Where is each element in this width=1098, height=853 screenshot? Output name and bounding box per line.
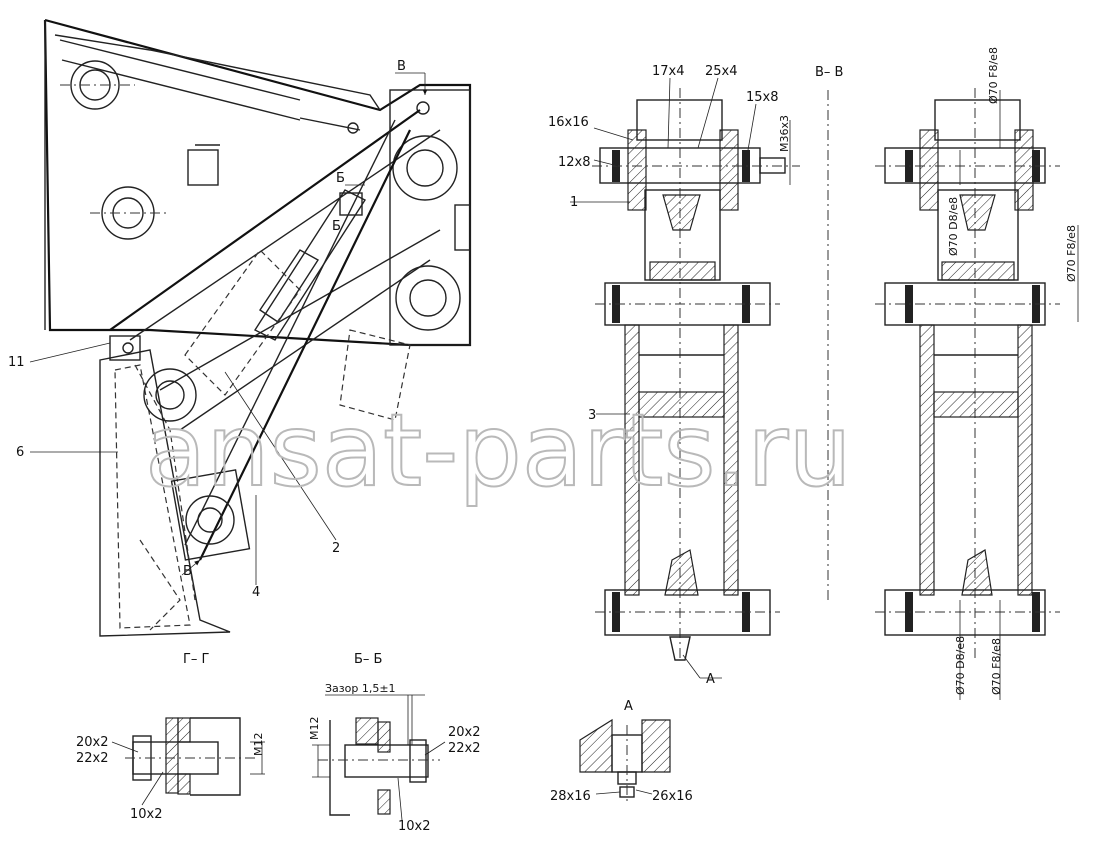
fit-bottom-left: Ø70 D8/e8 — [954, 636, 967, 695]
detail-a-26x16: 26x16 — [652, 789, 693, 804]
callout-25x4: 25x4 — [705, 64, 738, 79]
detail-a-28x16: 28x16 — [550, 789, 591, 804]
callout-17x4: 17x4 — [652, 64, 685, 79]
fit-bottom-right: Ø70 F8/e8 — [990, 638, 1003, 695]
fit-mid-right: Ø70 F8/e8 — [1065, 225, 1078, 282]
bb-washer-20x2: 20x2 — [448, 725, 481, 740]
callout-3: 3 — [588, 408, 596, 423]
callout-4: 4 — [252, 585, 260, 600]
bb-gap: Зазор 1,5±1 — [325, 682, 396, 695]
gg-washer-22x2: 22x2 — [76, 751, 109, 766]
callout-16x16: 16x16 — [548, 115, 589, 130]
fit-upper-inner: Ø70 D8/e8 — [947, 197, 960, 256]
gg-pin-10x2: 10x2 — [130, 807, 163, 822]
callout-11: 11 — [8, 355, 25, 370]
cut-mark-v-top: В — [397, 59, 406, 74]
bb-pin-10x2: 10x2 — [398, 819, 431, 834]
detail-a: А 28x16 26x16 — [550, 699, 693, 805]
section-g-g: Г– Г M12 20x2 22x2 10x2 — [76, 652, 265, 822]
section-b-b: Б– Б Зазор 1,5±1 M12 20x2 22x2 10x2 — [308, 652, 481, 834]
watermark: ansat-parts.ru — [145, 392, 852, 509]
detail-a-title: А — [624, 699, 633, 714]
cut-mark-v-bottom: В — [183, 564, 192, 579]
section-v-v-title: В– В — [815, 65, 843, 80]
section-g-g-title: Г– Г — [183, 652, 210, 667]
callout-2: 2 — [332, 541, 340, 556]
section-v-v: В– В — [548, 47, 1079, 700]
callout-12x8: 12x8 — [558, 155, 591, 170]
callout-15x8: 15x8 — [746, 90, 779, 105]
callout-1: 1 — [570, 195, 578, 210]
cut-mark-b-lower: Б — [332, 219, 341, 234]
cut-mark-b-upper: Б — [336, 171, 345, 186]
callout-6: 6 — [16, 445, 24, 460]
section-b-b-title: Б– Б — [354, 652, 382, 667]
thread-m36: M36x3 — [778, 115, 791, 152]
bb-thread-m12: M12 — [308, 717, 321, 741]
gg-washer-20x2: 20x2 — [76, 735, 109, 750]
gg-thread-m12: M12 — [252, 733, 265, 757]
detail-ref-a: А — [706, 672, 715, 687]
bb-washer-22x2: 22x2 — [448, 741, 481, 756]
fit-top: Ø70 F8/e8 — [987, 47, 1000, 104]
main-view: 11 6 2 4 Б Б В В — [8, 18, 472, 637]
